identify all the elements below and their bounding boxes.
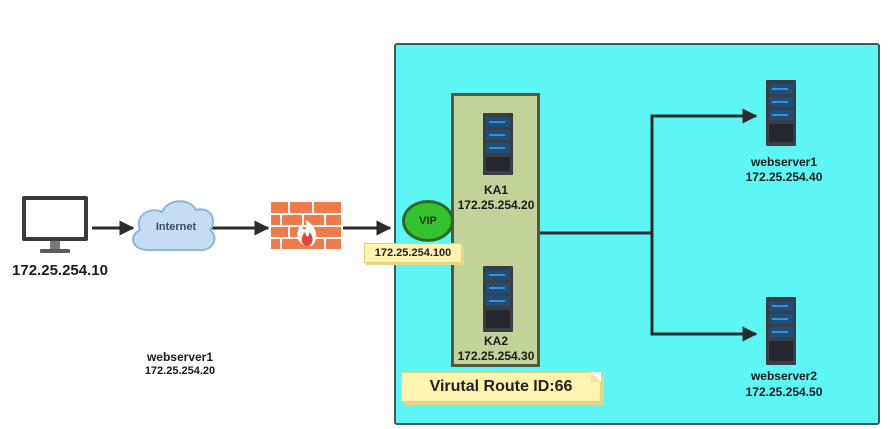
route-id-note: Virutal Route ID:66 [401, 372, 601, 402]
vip-address-note: 172.25.254.100 [364, 243, 462, 263]
server-icon [483, 113, 513, 175]
arrow-to-webserver2 [650, 233, 758, 342]
ka1-ip-label: 172.25.254.20 [457, 198, 535, 212]
ka2-ip-label: 172.25.254.30 [457, 349, 535, 363]
arrow-to-webserver1 [650, 108, 758, 233]
server-icon [766, 297, 796, 365]
webserver1-ip-label: 172.25.254.40 [745, 170, 823, 184]
webserver1-name-label: webserver1 [750, 155, 818, 169]
vip-label: VIP [419, 215, 437, 227]
internet-label: Internet [155, 221, 197, 233]
firewall-icon [271, 202, 341, 249]
server-icon [483, 266, 513, 332]
client-ip-label: 172.25.254.10 [12, 262, 108, 279]
cloud-icon [132, 200, 216, 252]
ka1-name-label: KA1 [483, 183, 508, 197]
server-icon [766, 80, 796, 146]
monitor-icon [22, 196, 88, 253]
stray-name-label: webserver1 [146, 350, 214, 364]
vip-node: VIP [402, 200, 454, 242]
webserver2-name-label: webserver2 [750, 369, 818, 383]
webserver2-ip-label: 172.25.254.50 [745, 385, 823, 399]
ka2-name-label: KA2 [483, 334, 508, 348]
stray-ip-label: 172.25.254.20 [144, 365, 216, 377]
